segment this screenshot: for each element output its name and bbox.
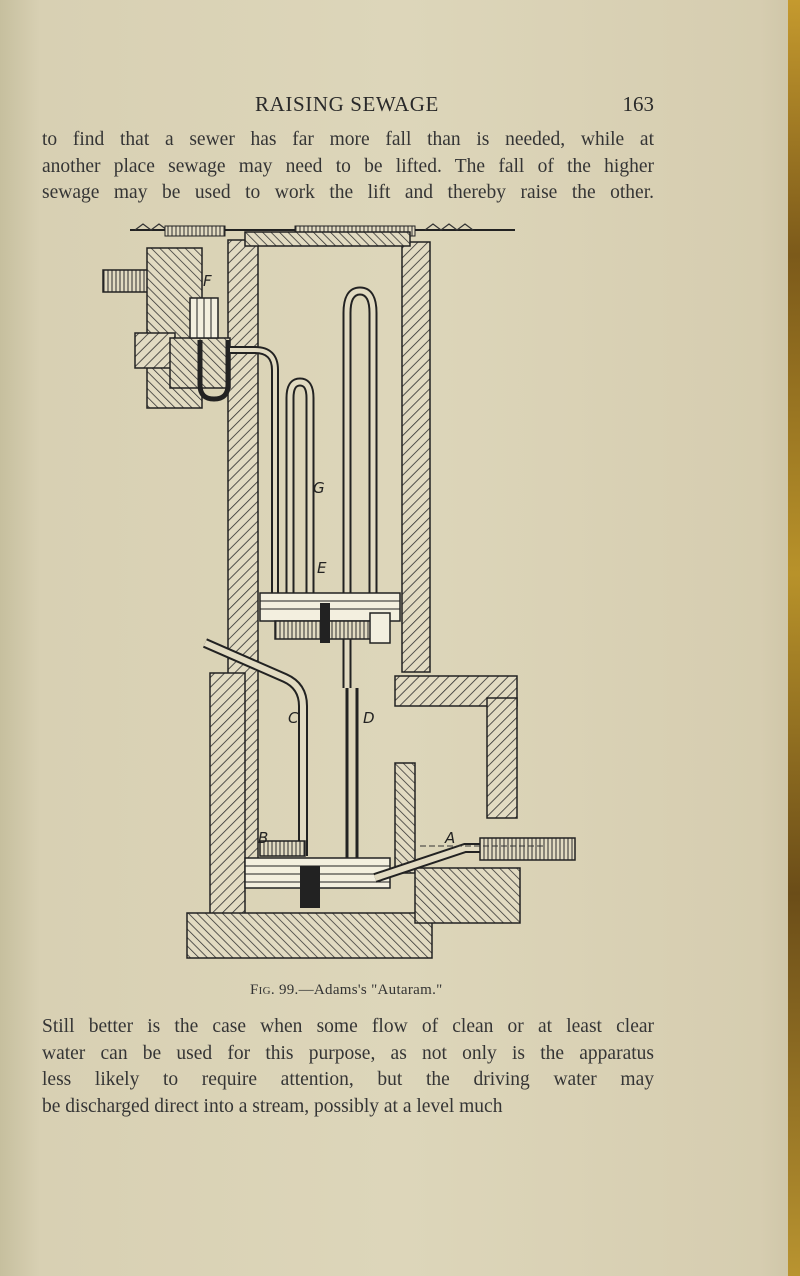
label-d: D [363,709,375,727]
text-line: less likely to require attention, but th… [42,1069,654,1090]
text-line: another place sewage may need to be lift… [42,155,654,177]
page-header: RAISING SEWAGE 163 [42,92,654,118]
paragraph-top: to find that a sewer has far more fall t… [42,127,654,207]
figure-caption: Fig. 99.—Adams's "Autaram." [250,982,443,999]
text-line: be discharged direct into a stream, poss… [42,1095,503,1117]
caption-text: 99.—Adams's "Autaram." [274,982,443,998]
label-f: F [203,272,212,290]
caption-prefix: Fig. [250,982,275,998]
autaram-diagram: F G E C D A B [95,218,605,968]
page-edge [788,0,800,1276]
label-b: B [258,829,268,847]
label-e: E [317,559,327,577]
text-line: sewage may be used to work the lift and … [42,182,654,203]
text-line: to find that a sewer has far more fall t… [42,129,654,150]
text-line: water can be used for this purpose, as n… [42,1042,654,1064]
running-title: RAISING SEWAGE [255,92,439,116]
label-g: G [313,479,325,497]
text-line: Still better is the case when some flow … [42,1016,654,1037]
label-a: A [444,829,455,847]
page-number: 163 [622,92,655,116]
label-c: C [288,709,299,727]
paragraph-bottom: Still better is the case when some flow … [42,1014,654,1120]
